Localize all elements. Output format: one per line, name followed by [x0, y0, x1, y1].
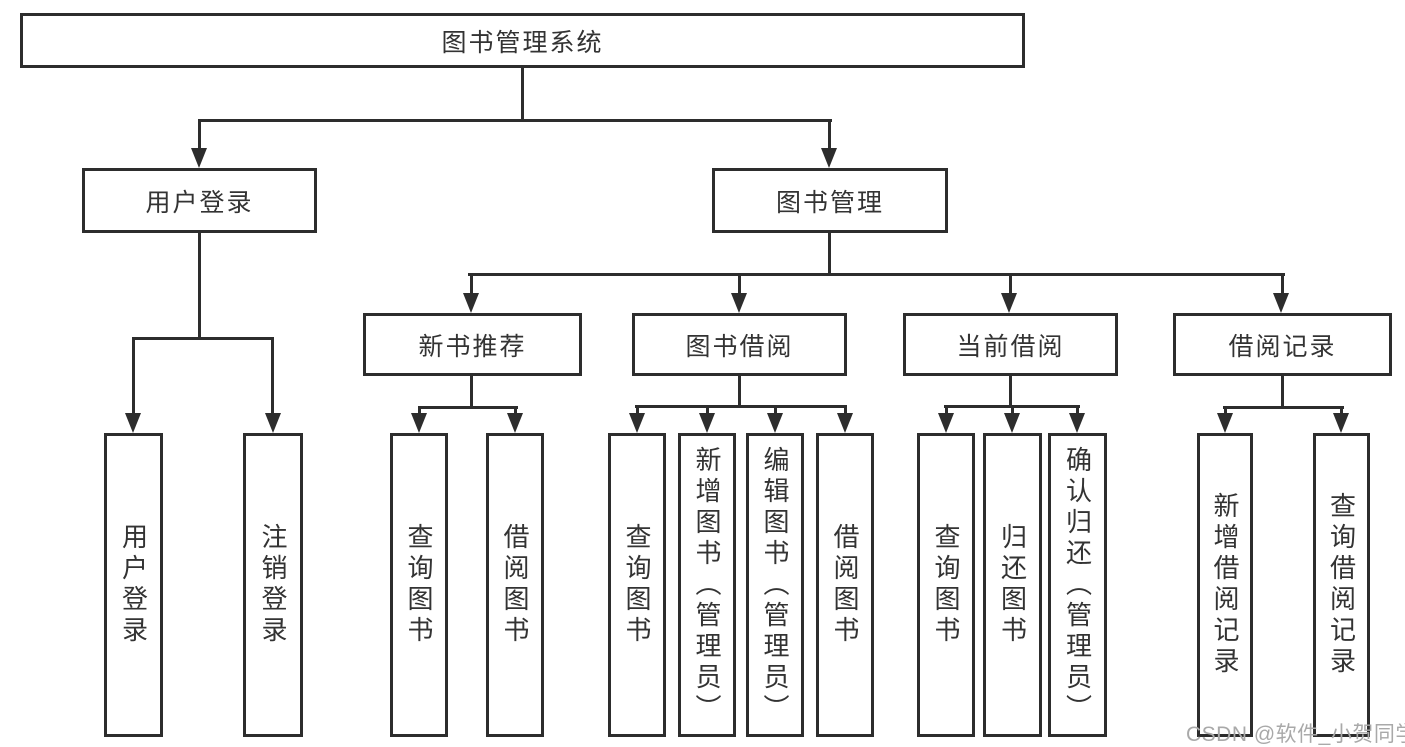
- node-user-login: 用户登录: [82, 168, 317, 233]
- leaf-records-query-record: 查询借阅记录: [1313, 433, 1370, 737]
- leaf-borrowing-edit-books-admin-label: 编辑图书（管理员）: [760, 445, 790, 725]
- leaf-records-query-record-label: 查询借阅记录: [1326, 492, 1357, 678]
- leaf-borrowing-borrow-books-label: 借阅图书: [830, 523, 860, 647]
- watermark: CSDN @软件_小贺同学: [1186, 723, 1405, 746]
- connector-br-query-drop: [1340, 406, 1343, 416]
- arrowhead-leaf-logout-icon: [265, 413, 281, 433]
- arrowhead-cb-confirm-icon: [1069, 413, 1085, 433]
- connector-user-login-drop: [198, 119, 201, 152]
- leaf-borrowing-borrow-books: 借阅图书: [816, 433, 874, 737]
- leaf-borrowing-add-books-admin: 新增图书（管理员）: [678, 433, 736, 737]
- node-current-borrowing-label: 当前借阅: [956, 332, 1065, 361]
- node-current-borrowing: 当前借阅: [903, 313, 1118, 376]
- leaf-records-add-record: 新增借阅记录: [1197, 433, 1253, 737]
- connector-records-stem: [1281, 376, 1284, 409]
- leaf-current-query-books: 查询图书: [917, 433, 975, 737]
- connector-records-rail: [1223, 406, 1344, 409]
- connector-recommend-drop: [470, 273, 473, 296]
- connector-root-stem: [521, 68, 524, 122]
- node-root: 图书管理系统: [20, 13, 1025, 68]
- arrowhead-bb-query-icon: [629, 413, 645, 433]
- leaf-current-query-books-label: 查询图书: [931, 523, 961, 647]
- arrowhead-bb-edit-icon: [767, 413, 783, 433]
- arrowhead-leaf-user-login-icon: [125, 413, 141, 433]
- connector-bb-add-drop: [706, 405, 709, 416]
- leaf-current-confirm-return-admin-label: 确认归还（管理员）: [1062, 445, 1093, 725]
- connector-rec-query-drop: [418, 406, 421, 416]
- connector-user-login-stem: [198, 233, 201, 340]
- connector-borrowing-drop: [738, 273, 741, 296]
- leaf-logout-label: 注销登录: [258, 523, 288, 647]
- connector-borrowing-rail: [635, 405, 847, 408]
- leaf-borrowing-query-books: 查询图书: [608, 433, 666, 737]
- leaf-recommend-borrow-books-label: 借阅图书: [500, 523, 530, 647]
- leaf-user-login: 用户登录: [104, 433, 163, 737]
- leaf-recommend-borrow-books: 借阅图书: [486, 433, 544, 737]
- node-book-borrowing: 图书借阅: [632, 313, 847, 376]
- connector-root-rail: [198, 119, 832, 122]
- arrowhead-rec-borrow-icon: [507, 413, 523, 433]
- connector-recommend-stem: [470, 376, 473, 409]
- connector-bb-query-drop: [636, 405, 639, 416]
- arrowhead-cb-return-icon: [1004, 413, 1020, 433]
- leaf-current-return-books-label: 归还图书: [997, 523, 1028, 647]
- node-new-book-recommend: 新书推荐: [363, 313, 582, 376]
- node-borrowing-records: 借阅记录: [1173, 313, 1392, 376]
- leaf-logout: 注销登录: [243, 433, 303, 737]
- arrowhead-bb-add-icon: [699, 413, 715, 433]
- connector-br-add-drop: [1224, 406, 1227, 416]
- connector-rec-borrow-drop: [514, 406, 517, 416]
- connector-cb-return-drop: [1011, 405, 1014, 416]
- connector-cb-confirm-drop: [1076, 405, 1079, 416]
- node-user-login-label: 用户登录: [145, 188, 254, 217]
- node-book-management: 图书管理: [712, 168, 948, 233]
- leaf-user-login-label: 用户登录: [118, 523, 149, 647]
- connector-user-login-rail: [132, 337, 274, 340]
- arrowhead-rec-query-icon: [411, 413, 427, 433]
- node-root-label: 图书管理系统: [441, 28, 604, 57]
- leaf-records-add-record-label: 新增借阅记录: [1210, 492, 1240, 678]
- connector-current-drop: [1009, 273, 1012, 296]
- node-borrowing-records-label: 借阅记录: [1228, 332, 1337, 361]
- leaf-borrowing-add-books-admin-label: 新增图书（管理员）: [692, 445, 722, 725]
- connector-book-mgmt-stem: [828, 233, 831, 276]
- node-book-borrowing-label: 图书借阅: [685, 332, 794, 361]
- connector-cb-query-drop: [945, 405, 948, 416]
- connector-borrowing-stem: [738, 376, 741, 408]
- leaf-current-return-books: 归还图书: [983, 433, 1042, 737]
- leaf-borrowing-edit-books-admin: 编辑图书（管理员）: [746, 433, 804, 737]
- connector-leaf-user-login-drop: [132, 337, 135, 417]
- arrowhead-borrowing-icon: [731, 293, 747, 313]
- arrowhead-br-query-icon: [1333, 413, 1349, 433]
- node-book-management-label: 图书管理: [775, 188, 884, 217]
- connector-records-drop: [1281, 273, 1284, 296]
- leaf-recommend-query-books-label: 查询图书: [404, 523, 434, 647]
- connector-bb-edit-drop: [774, 405, 777, 416]
- arrowhead-cb-query-icon: [938, 413, 954, 433]
- leaf-recommend-query-books: 查询图书: [390, 433, 448, 737]
- connector-recommend-rail: [418, 406, 518, 409]
- arrowhead-bb-borrow-icon: [837, 413, 853, 433]
- connector-leaf-logout-drop: [271, 337, 274, 417]
- connector-current-stem: [1009, 376, 1012, 408]
- arrowhead-current-icon: [1001, 293, 1017, 313]
- node-new-book-recommend-label: 新书推荐: [418, 332, 527, 361]
- leaf-current-confirm-return-admin: 确认归还（管理员）: [1048, 433, 1107, 737]
- arrowhead-records-icon: [1273, 293, 1289, 313]
- arrowhead-recommend-icon: [463, 293, 479, 313]
- leaf-borrowing-query-books-label: 查询图书: [622, 523, 652, 647]
- connector-bb-borrow-drop: [844, 405, 847, 416]
- connector-book-mgmt-rail: [468, 273, 1285, 276]
- arrowhead-book-mgmt-icon: [821, 148, 837, 168]
- arrowhead-br-add-icon: [1217, 413, 1233, 433]
- connector-book-mgmt-drop: [828, 119, 831, 152]
- arrowhead-user-login-icon: [191, 148, 207, 168]
